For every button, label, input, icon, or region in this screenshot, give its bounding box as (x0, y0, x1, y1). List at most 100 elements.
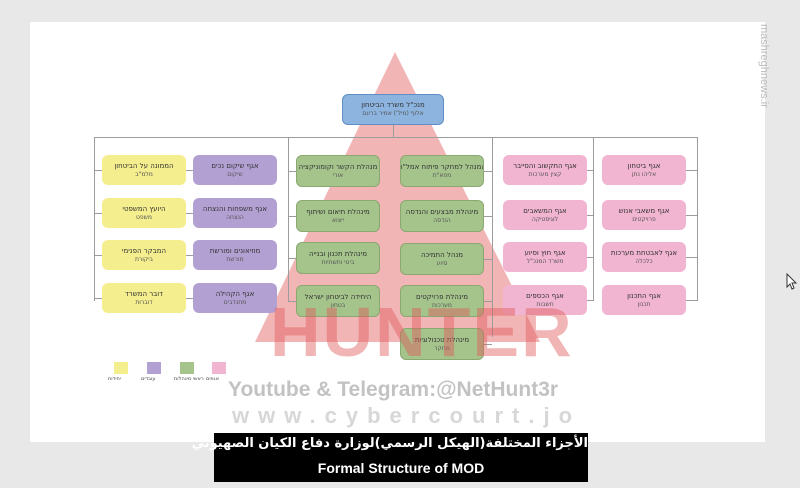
box-title: מינהלת תכנון ובנייה (308, 249, 368, 258)
connector-line (288, 216, 296, 217)
box-subtitle: ייצוא (332, 216, 344, 224)
connector-line (484, 216, 492, 217)
site-watermark: mashreghnews.ir (758, 24, 770, 108)
connector-line (94, 137, 698, 138)
box-subtitle: אליהו נתן (631, 170, 657, 178)
box-title: מינהלת פרויקטים (415, 292, 468, 301)
box-subtitle: בינוי ותשתיות (321, 258, 355, 266)
box-subtitle: אלוף (מיל') אמיר ברעם (362, 110, 424, 117)
box-title: מינהלת תיאום ושיתוף (306, 207, 370, 216)
box-subtitle: מתנדבים (223, 298, 247, 306)
connector-line (593, 137, 594, 301)
box-title: המנהל למחקר פיתוח אמל"ח (400, 162, 484, 171)
box-subtitle: סיוע (436, 259, 448, 267)
connector-line (393, 124, 394, 138)
box-title: אגף משאבי אנוש (618, 206, 670, 215)
box-subtitle: בטחון (330, 301, 346, 309)
connector-line (686, 215, 697, 216)
box-subtitle: מלמ"ב (135, 170, 153, 178)
box-subtitle: הנדסה (433, 216, 451, 224)
connector-line (94, 137, 95, 301)
connector-line (587, 300, 593, 301)
box-title: מנהלת הקשר וקומוניקציה (298, 162, 378, 171)
box-title: אגף התקשוב והסייבר (513, 161, 577, 170)
connector-line (484, 259, 492, 260)
connector-line (288, 258, 296, 259)
box-subtitle: דוברות (135, 298, 153, 306)
connector-line (686, 170, 697, 171)
legend-swatch (114, 362, 128, 374)
box-subtitle: מערכות (432, 301, 452, 309)
connector-line (492, 137, 493, 337)
box-subtitle: חשבות (536, 300, 554, 308)
box-subtitle: מחקר (434, 344, 450, 352)
subtitle-arabic: الأجزاء المختلفة(الهيكل الرسمي)لوزارة دف… (191, 436, 588, 451)
connector-line (484, 301, 492, 302)
subtitle-bar: الأجزاء المختلفة(الهيكل الرسمي)لوزارة دف… (191, 433, 588, 482)
watermark-channel: Youtube & Telegram:@NetHunt3r (228, 378, 559, 401)
subtitle-english: Formal Structure of MOD (317, 460, 485, 476)
connector-line (288, 301, 296, 302)
box-title: אגף שיקום נכים (211, 161, 259, 170)
box-title: אגף משפחות והנצחה (202, 204, 268, 213)
box-subtitle: כלכלה (635, 257, 653, 265)
box-title: היחידה לביטחון ישראל (304, 292, 372, 301)
box-title: אגף לאבטחת מערכות (610, 248, 678, 257)
box-title: מוזיאונים ומורשת (209, 246, 261, 255)
connector-line (94, 213, 102, 214)
connector-line (94, 170, 102, 171)
box-subtitle: לוגיסטיקה (531, 215, 559, 223)
connector-line (697, 137, 698, 301)
legend-label: עובדים (141, 376, 156, 382)
box-subtitle: הנצחה (226, 213, 244, 221)
connector-line (484, 344, 492, 345)
box-subtitle: שיקום (227, 170, 243, 178)
box-title: אגף הכספים (526, 291, 564, 300)
box-subtitle: ביקורת (134, 255, 154, 263)
box-title: אגף ביטחון (627, 161, 661, 170)
legend-label: ראשי מינהלות (174, 376, 204, 382)
box-subtitle: אורי (332, 171, 344, 179)
svg-text:mashreghnews.ir: mashreghnews.ir (758, 24, 770, 108)
legend-swatch (147, 362, 161, 374)
box-title: הממונה על הביטחון (114, 161, 174, 170)
watermark-brand: HUNTER (270, 293, 574, 371)
watermark-website: www.cybercourt.jo (232, 403, 582, 428)
box-title: אגף חוץ וסיוע (524, 248, 566, 257)
connector-line (288, 137, 289, 301)
box-subtitle: משפט (136, 213, 152, 221)
connector-line (484, 171, 492, 172)
box-title: דובר המשרד (124, 289, 163, 298)
connector-line (587, 215, 593, 216)
connector-line (288, 171, 296, 172)
connector-line (94, 298, 102, 299)
legend-swatch (212, 362, 226, 374)
box-subtitle: משרד המנכ"ל (526, 257, 564, 265)
box-title: אגף המשאבים (523, 206, 567, 215)
mouse-cursor-icon (786, 273, 798, 290)
connector-line (686, 300, 697, 301)
